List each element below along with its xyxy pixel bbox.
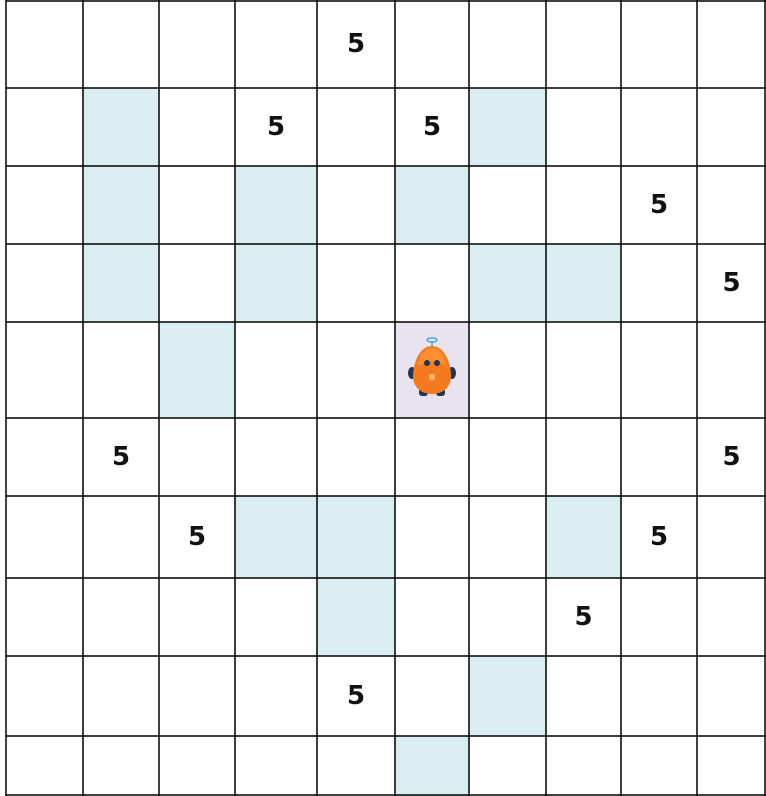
shaded-cell: [83, 244, 159, 322]
cell-number: 5: [267, 112, 285, 142]
shaded-cell: [235, 244, 317, 322]
cell-number: 5: [722, 268, 740, 298]
shaded-cell: [83, 166, 159, 244]
shaded-cell: [317, 496, 395, 578]
shaded-cell: [546, 244, 621, 322]
shaded-cell: [159, 322, 235, 418]
shaded-cell: [235, 166, 317, 244]
shaded-cell: [395, 736, 469, 796]
shaded-cell: [235, 496, 317, 578]
cell-number: 5: [650, 522, 668, 552]
cell-number: 5: [722, 442, 740, 472]
shaded-cell: [83, 88, 159, 166]
cell-number: 5: [574, 602, 592, 632]
cell-number: 5: [423, 112, 441, 142]
shaded-cell: [317, 578, 395, 656]
cell-number: 5: [112, 442, 130, 472]
cell-number: 5: [347, 681, 365, 711]
shaded-cell: [395, 166, 469, 244]
shaded-cell: [546, 496, 621, 578]
cell-number: 5: [347, 29, 365, 59]
shaded-cell: [469, 656, 546, 736]
shaded-cell: [469, 88, 546, 166]
cell-number: 5: [188, 522, 206, 552]
cell-number: 5: [650, 190, 668, 220]
shaded-cell: [469, 244, 546, 322]
